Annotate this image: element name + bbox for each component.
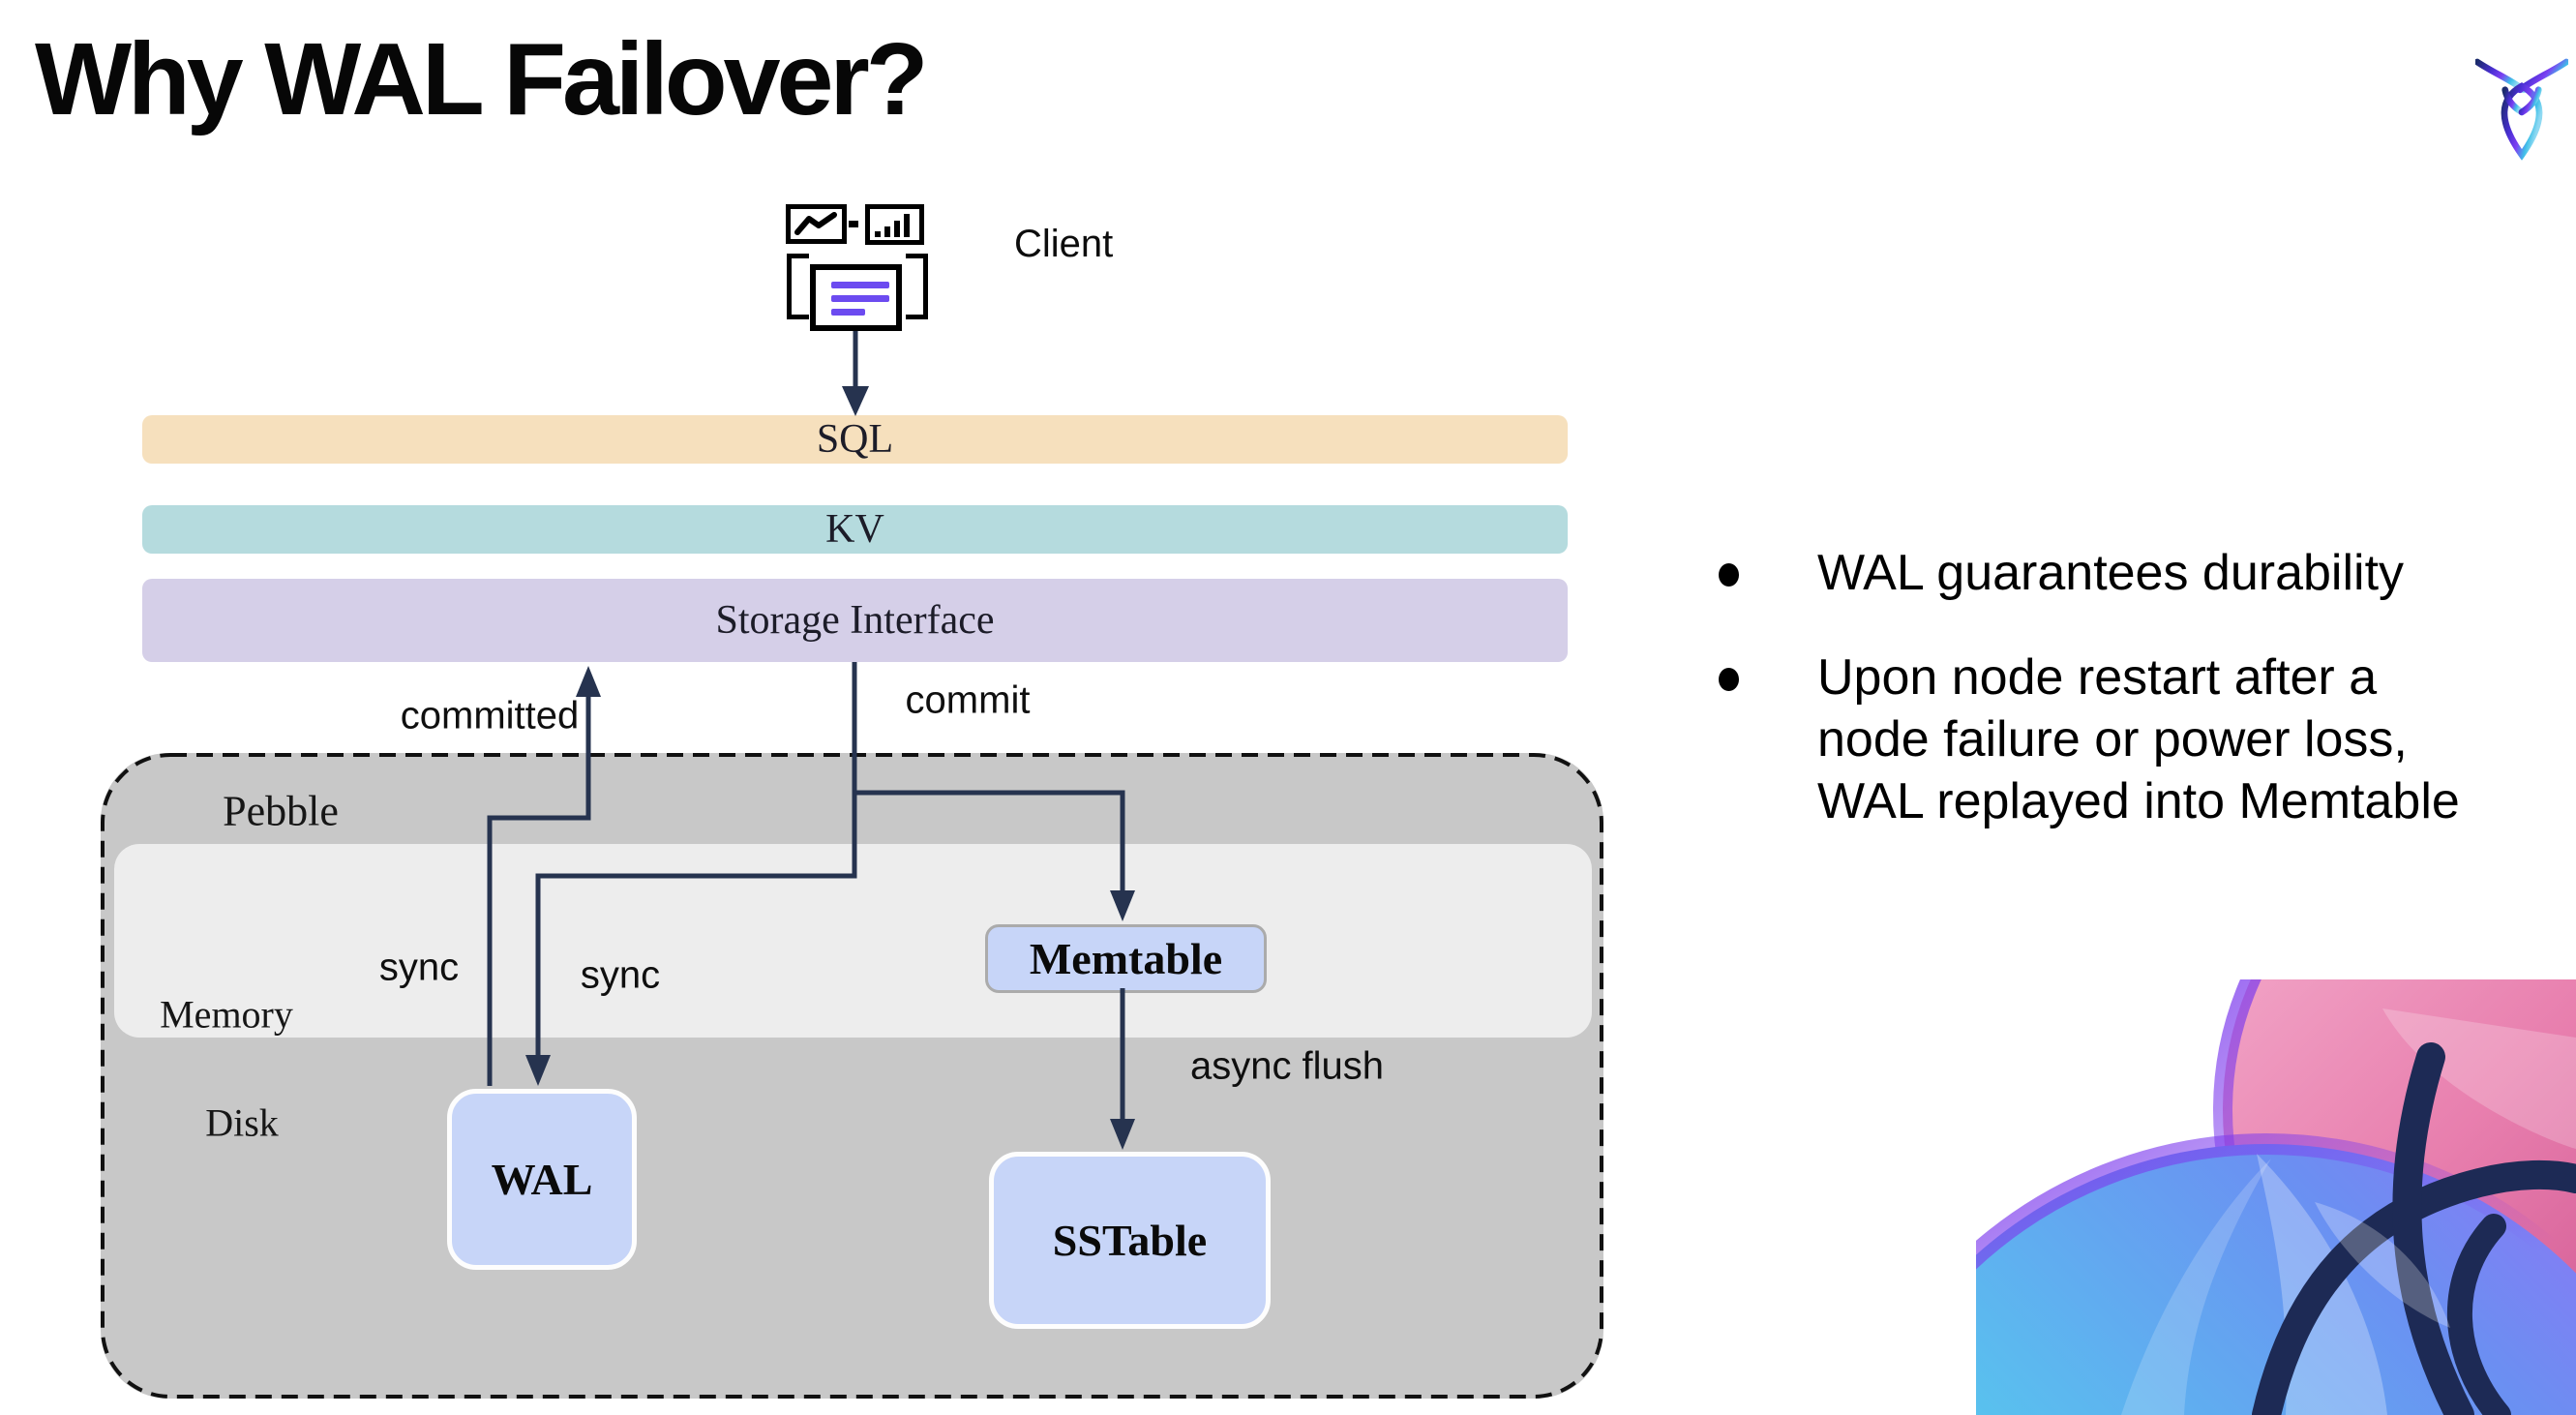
memory-label: Memory [160,992,293,1037]
bullet-list: WAL guarantees durability Upon node rest… [1703,542,2574,875]
sstable-node: SSTable [989,1152,1271,1329]
edge-label-sync-right: sync [580,953,661,997]
edge-label-committed: committed [400,694,580,738]
cockroachdb-brand-art [1976,979,2576,1415]
bullet-item: WAL guarantees durability [1703,542,2574,604]
bullet-item: Upon node restart after a node failure o… [1703,647,2574,832]
layer-sql-label: SQL [816,417,894,462]
memory-band [114,844,1592,1038]
bar-chart-icon [865,204,924,245]
memtable-node-label: Memtable [1029,934,1223,983]
memtable-node: Memtable [985,924,1267,993]
document-icon [810,264,902,331]
wal-node: WAL [447,1089,637,1270]
layer-storage-label: Storage Interface [715,598,995,643]
layer-kv: KV [142,505,1568,554]
disk-label: Disk [205,1100,279,1145]
wal-node-label: WAL [491,1155,593,1204]
pebble-label: Pebble [223,787,339,835]
line-chart-icon [786,204,847,244]
client-label: Client [1014,223,1114,265]
layer-sql: SQL [142,415,1568,464]
cockroachdb-logo [2475,58,2568,161]
edge-label-async-flush: async flush [1189,1044,1385,1088]
sstable-node-label: SSTable [1052,1216,1208,1265]
dash-connector [849,221,858,227]
right-bracket-icon [906,254,928,319]
layer-storage-interface: Storage Interface [142,579,1568,662]
layer-kv-label: KV [825,507,884,552]
page-title: Why WAL Failover? [35,22,928,136]
left-bracket-icon [787,254,809,319]
edge-label-sync-left: sync [378,946,460,989]
edge-label-commit: commit [905,678,1031,722]
